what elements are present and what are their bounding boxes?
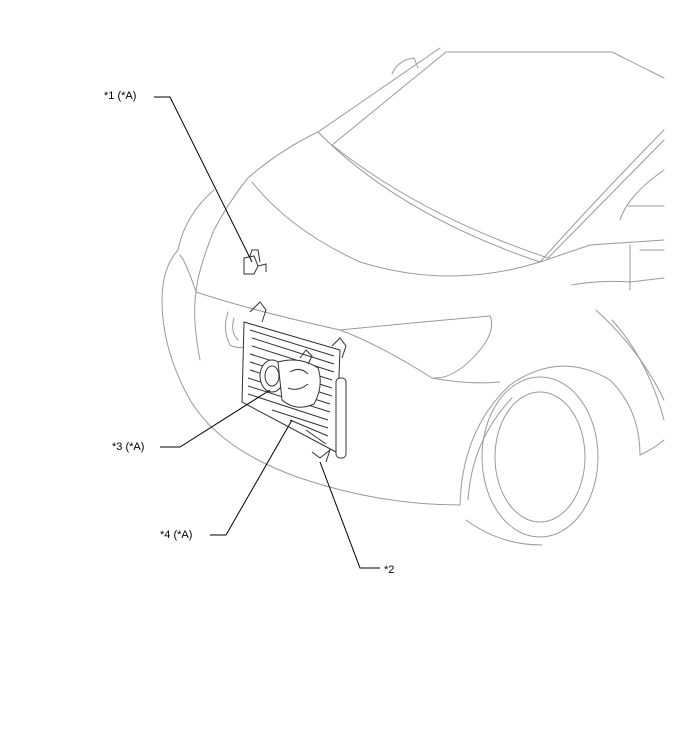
car-body-outline (161, 47, 665, 546)
callout-2: *2 (384, 564, 395, 576)
leader-line-2 (319, 461, 380, 569)
callout-3: *3 (*A) (112, 441, 145, 453)
leader-line-4 (210, 419, 293, 536)
callout-1: *1 (*A) (104, 90, 137, 102)
callout-4: *4 (*A) (160, 529, 193, 541)
sensor-part-1 (243, 249, 267, 275)
leader-line-3 (160, 389, 271, 448)
leader-line-1 (154, 96, 253, 263)
compressor (259, 349, 321, 408)
leader-lines (154, 96, 380, 569)
